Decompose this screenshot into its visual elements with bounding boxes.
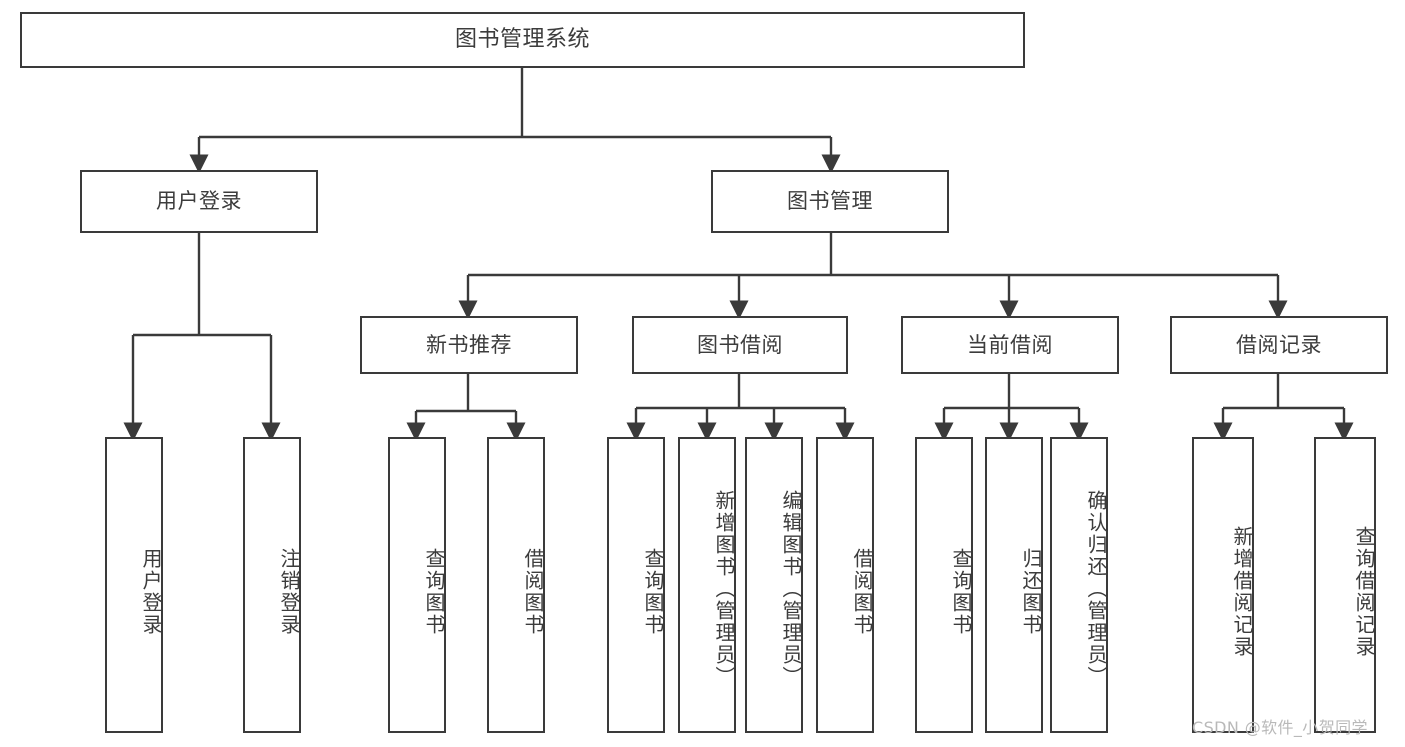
- leaf-user-login-signout[interactable]: 注销登录: [243, 437, 301, 733]
- leaf-borrow-query-book[interactable]: 查询图书: [607, 437, 665, 733]
- leaf-records-query-record[interactable]: 查询借阅记录: [1314, 437, 1376, 733]
- leaf-label: 归还图书: [1019, 548, 1043, 636]
- node-user-login[interactable]: 用户登录: [80, 170, 318, 233]
- leaf-current-return-book[interactable]: 归还图书: [985, 437, 1043, 733]
- leaf-label: 查询图书: [949, 548, 973, 636]
- leaf-label: 新增借阅记录: [1230, 526, 1254, 658]
- leaf-label: 查询图书: [422, 548, 446, 636]
- node-new-book-recommend-label: 新书推荐: [426, 332, 512, 357]
- leaf-user-login-signin[interactable]: 用户登录: [105, 437, 163, 733]
- node-current-borrow[interactable]: 当前借阅: [901, 316, 1119, 374]
- node-borrow-records-label: 借阅记录: [1236, 332, 1322, 357]
- leaf-label: 注销登录: [277, 548, 301, 636]
- leaf-records-add-record[interactable]: 新增借阅记录: [1192, 437, 1254, 733]
- leaf-label: 借阅图书: [850, 548, 874, 636]
- leaf-label: 用户登录: [139, 548, 163, 636]
- leaf-label: 确认归还（管理员）: [1084, 490, 1108, 688]
- node-book-management[interactable]: 图书管理: [711, 170, 949, 233]
- leaf-label: 新增图书（管理员）: [712, 490, 736, 688]
- node-borrow-records[interactable]: 借阅记录: [1170, 316, 1388, 374]
- leaf-new-book-query[interactable]: 查询图书: [388, 437, 446, 733]
- leaf-label: 查询图书: [641, 548, 665, 636]
- leaf-current-query-book[interactable]: 查询图书: [915, 437, 973, 733]
- node-root[interactable]: 图书管理系统: [20, 12, 1025, 68]
- leaf-borrow-edit-book-admin[interactable]: 编辑图书（管理员）: [745, 437, 803, 733]
- leaf-borrow-add-book-admin[interactable]: 新增图书（管理员）: [678, 437, 736, 733]
- leaf-new-book-borrow[interactable]: 借阅图书: [487, 437, 545, 733]
- node-book-borrow-label: 图书借阅: [697, 332, 783, 357]
- node-user-login-label: 用户登录: [156, 189, 242, 214]
- leaf-label: 编辑图书（管理员）: [779, 490, 803, 688]
- leaf-label: 借阅图书: [521, 548, 545, 636]
- node-book-management-label: 图书管理: [787, 189, 873, 214]
- node-root-label: 图书管理系统: [454, 27, 590, 53]
- node-new-book-recommend[interactable]: 新书推荐: [360, 316, 578, 374]
- leaf-borrow-borrow-book[interactable]: 借阅图书: [816, 437, 874, 733]
- leaf-current-confirm-return-admin[interactable]: 确认归还（管理员）: [1050, 437, 1108, 733]
- leaf-label: 查询借阅记录: [1352, 526, 1376, 658]
- node-book-borrow[interactable]: 图书借阅: [632, 316, 848, 374]
- node-current-borrow-label: 当前借阅: [967, 332, 1053, 357]
- csdn-watermark: CSDN @软件_小贺同学: [1192, 718, 1368, 737]
